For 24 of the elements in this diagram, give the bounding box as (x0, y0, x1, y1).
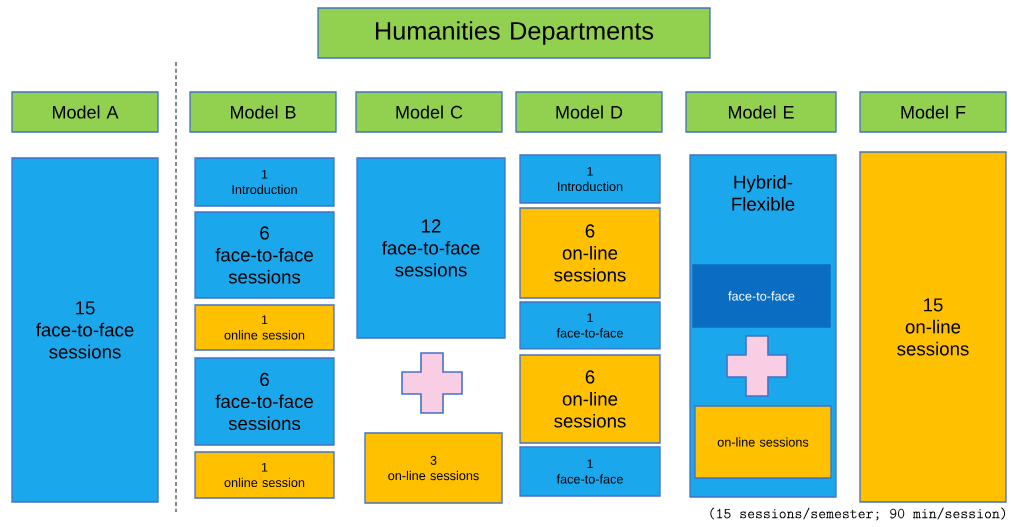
model-header: Model F (859, 91, 1007, 133)
session-box: 1 online session (194, 451, 335, 499)
session-box: 15 on-line sessions (859, 151, 1007, 503)
model-header: Model A (11, 91, 159, 133)
session-box: 6 face-to-face sessions (194, 357, 335, 446)
session-box: 1 face-to-face (519, 301, 661, 350)
session-box: 15 face-to-face sessions (11, 157, 159, 503)
session-box: 6 on-line sessions (519, 354, 661, 444)
session-box: on-line sessions (694, 405, 832, 479)
session-box: face-to-face (692, 264, 831, 328)
model-header: Model D (515, 91, 663, 133)
session-box: 1 Introduction (519, 154, 661, 204)
session-box: 3 on-line sessions (364, 432, 503, 504)
session-box: 6 face-to-face sessions (194, 211, 335, 299)
session-box: 1 Introduction (194, 157, 335, 207)
model-header: Model B (189, 91, 337, 133)
session-box: 1 online session (194, 304, 335, 351)
note: (15 sessions/semester; 90 min/session) (710, 507, 1006, 521)
session-box: 12 face-to-face sessions (356, 157, 506, 339)
session-box: 1 face-to-face (519, 446, 661, 497)
model-header: Model C (355, 91, 503, 133)
title-box: Humanities Departments (317, 7, 711, 59)
model-header: Model E (685, 91, 837, 133)
session-box: 6 on-line sessions (519, 207, 661, 299)
